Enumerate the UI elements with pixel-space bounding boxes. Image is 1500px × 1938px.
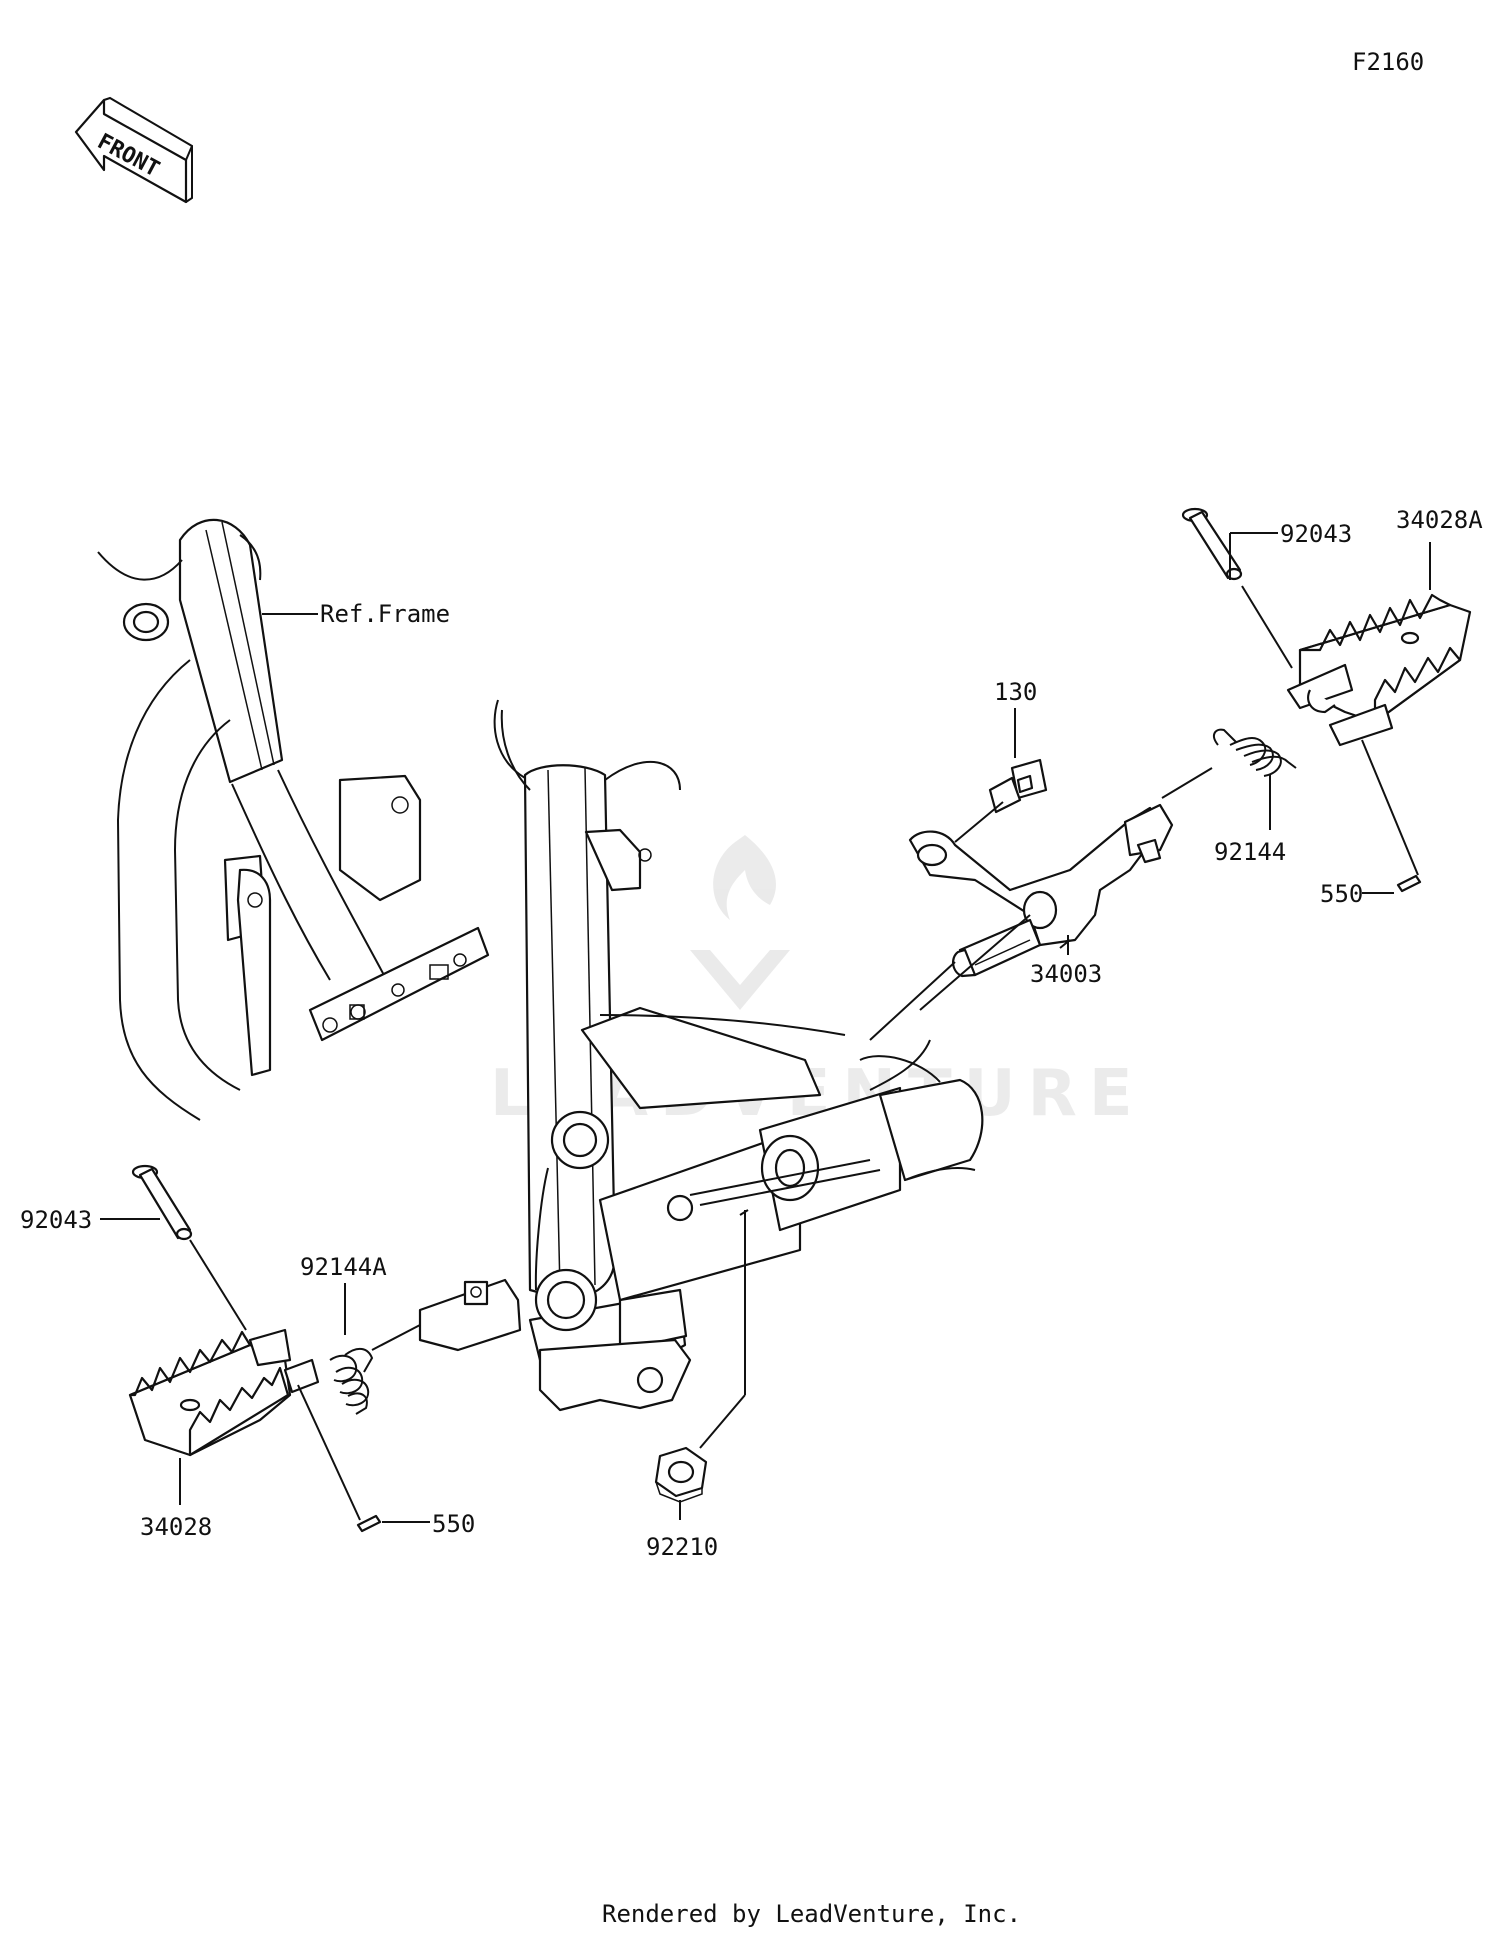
callout-92043-right: 92043 (1280, 520, 1352, 548)
callout-92043-left: 92043 (20, 1206, 92, 1234)
callout-550-left: 550 (432, 1510, 475, 1538)
callout-34028A: 34028A (1396, 506, 1483, 534)
callout-92144: 92144 (1214, 838, 1286, 866)
nut-92210 (654, 1446, 708, 1503)
callout-92144A: 92144A (300, 1253, 387, 1281)
spring-92144 (1213, 728, 1297, 777)
callout-labels: Ref.Frame 92043 34028A 130 92144 550 340… (20, 506, 1483, 1561)
pin-92043-left (131, 1164, 193, 1241)
footpeg-34028 (128, 1328, 320, 1457)
bolt-130 (988, 758, 1048, 814)
leader-lines (100, 532, 1431, 1523)
footer-credit: Rendered by LeadVenture, Inc. (602, 1900, 1021, 1928)
callout-34003: 34003 (1030, 960, 1102, 988)
cotter-pin-550-left (356, 1514, 382, 1533)
cotter-pin-550-right (1396, 874, 1422, 893)
callout-ref-frame: Ref.Frame (320, 600, 450, 628)
pin-92043-right (1181, 507, 1243, 581)
frame-assembly (97, 518, 984, 1412)
spring-92144A (329, 1347, 374, 1415)
footpeg-bracket-34003 (908, 803, 1174, 978)
watermark-logo (690, 835, 790, 1010)
front-arrow-icon: FRONT (74, 96, 193, 204)
callout-130: 130 (994, 678, 1037, 706)
footpeg-34028A (1286, 593, 1472, 747)
callout-34028: 34028 (140, 1513, 212, 1541)
figure-code: F2160 (1352, 48, 1424, 76)
callout-92210: 92210 (646, 1533, 718, 1561)
callout-550-right: 550 (1320, 880, 1363, 908)
